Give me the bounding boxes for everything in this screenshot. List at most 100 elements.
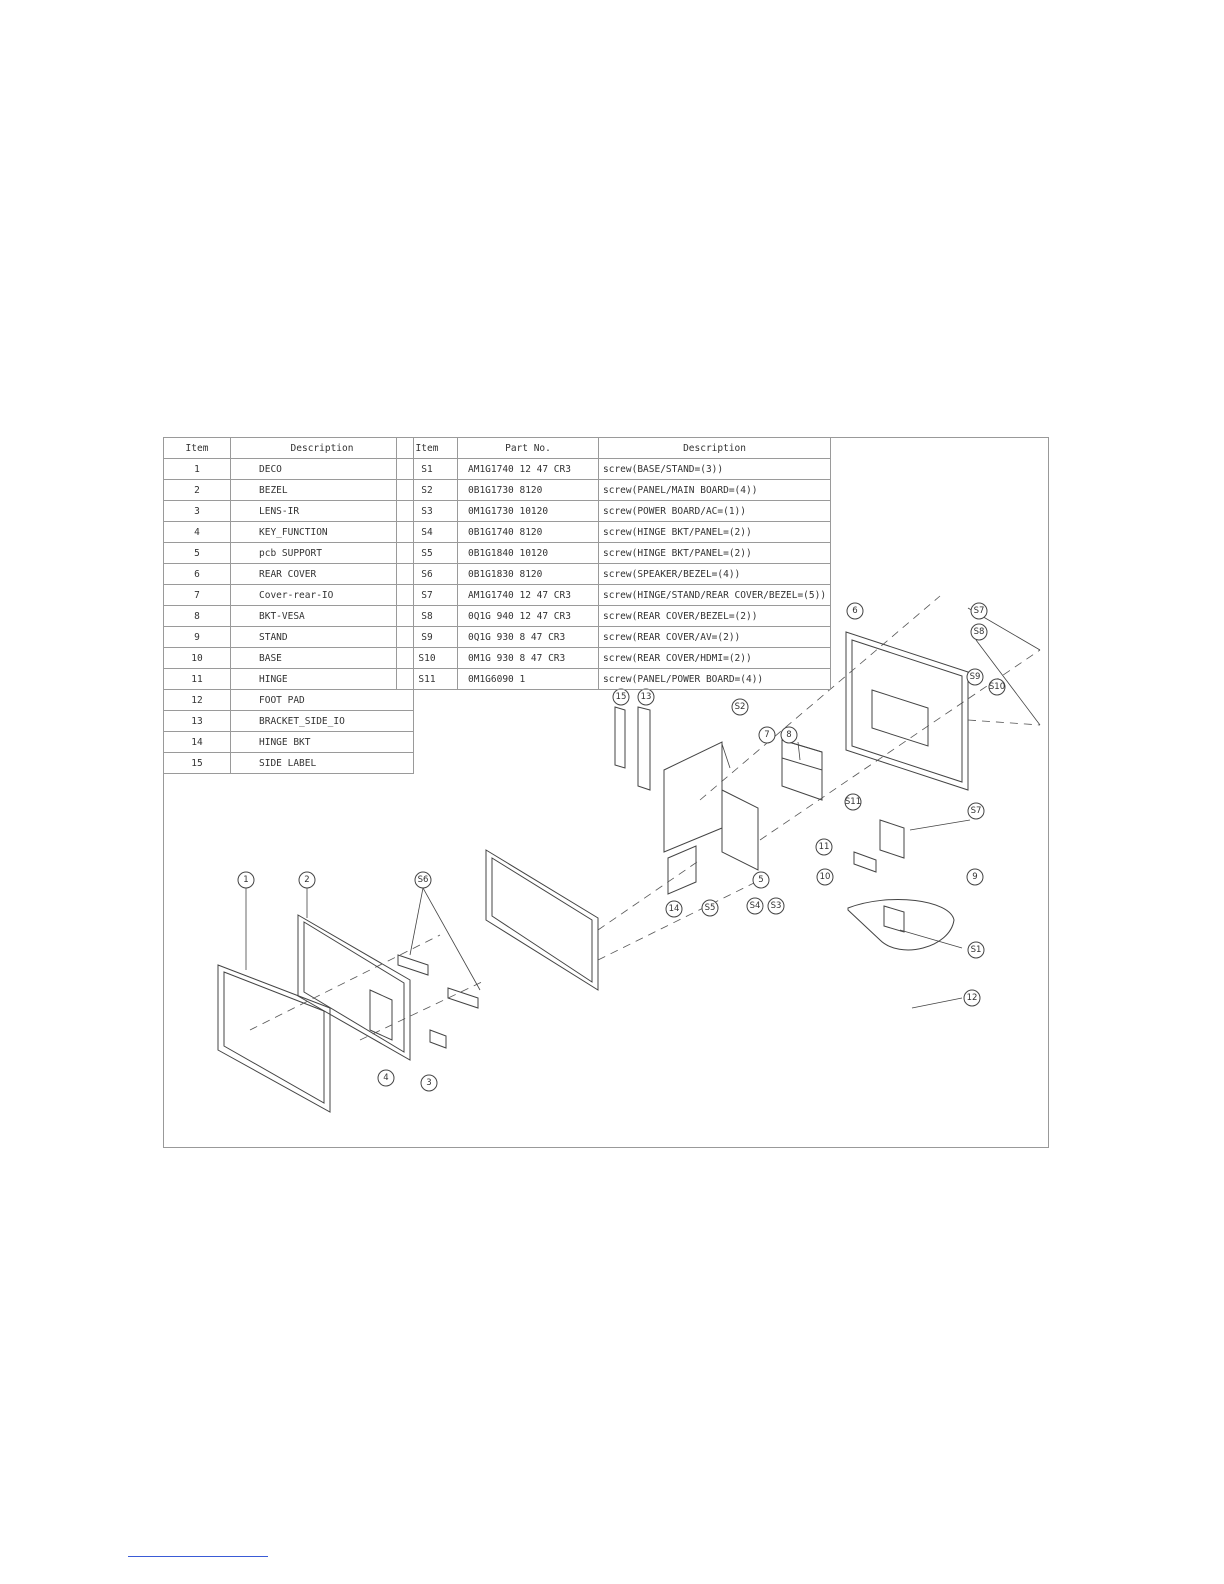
leader-lines — [245, 607, 1041, 1009]
description-cell: LENS-IR — [230, 500, 414, 522]
description-cell: Cover-rear-IO — [230, 584, 414, 606]
description-cell: screw(HINGE/STAND/REAR COVER/BEZEL=(5)) — [597, 584, 832, 606]
part-bracket-side-io — [637, 706, 651, 791]
description-cell: KEY_FUNCTION — [230, 521, 414, 543]
part-cover-rear-io — [781, 739, 823, 771]
callout-s9 — [966, 668, 984, 686]
callout-s11 — [844, 793, 862, 811]
callout-s3-label: S3 — [771, 901, 782, 911]
item-cell: 15 — [163, 752, 231, 774]
part-no-cell: AM1G1740 12 47 CR3 — [457, 458, 599, 480]
item-cell: 10 — [163, 647, 231, 669]
callout-6-label: 6 — [852, 606, 857, 616]
description-cell: FOOT PAD — [230, 689, 414, 711]
callout-12 — [963, 989, 981, 1007]
callout-10-label: 10 — [820, 872, 831, 882]
callout-s2-label: S2 — [735, 702, 746, 712]
callout-3-label: 3 — [426, 1078, 431, 1088]
item-cell: 6 — [163, 563, 231, 585]
item-cell: 3 — [163, 500, 231, 522]
part-no-cell: 0M1G6090 1 — [457, 668, 599, 690]
item-cell: 13 — [163, 710, 231, 732]
description-cell: HINGE — [230, 668, 414, 690]
part-panel — [485, 849, 599, 991]
callout-9-label: 9 — [972, 872, 977, 882]
callout-s5-label: S5 — [705, 903, 716, 913]
part-power-board — [721, 789, 759, 871]
callout-s8-label: S8 — [974, 627, 985, 637]
callout-1 — [237, 871, 255, 889]
description-cell: DECO — [230, 458, 414, 480]
part-deco — [217, 964, 331, 1113]
part-side-label — [614, 706, 626, 769]
item-cell: S10 — [396, 647, 458, 669]
item-cell: S3 — [396, 500, 458, 522]
description-cell: screw(HINGE BKT/PANEL=(2)) — [597, 521, 832, 543]
description-cell: pcb SUPPORT — [230, 542, 414, 564]
callout-4-label: 4 — [383, 1073, 388, 1083]
callout-s10 — [988, 678, 1006, 696]
callout-14 — [665, 900, 683, 918]
part-no-cell: 0Q1G 940 12 47 CR3 — [457, 605, 599, 627]
description-cell: REAR COVER — [230, 563, 414, 585]
description-cell: screw(BASE/STAND=(3)) — [597, 458, 832, 480]
column-header-item: Item — [396, 437, 458, 459]
callout-s4-label: S4 — [750, 901, 761, 911]
callout-s11-label: S11 — [845, 797, 861, 807]
item-cell: S6 — [396, 563, 458, 585]
callout-8-label: 8 — [786, 730, 791, 740]
description-cell: HINGE BKT — [230, 731, 414, 753]
callout-9 — [966, 868, 984, 886]
table-header-row: Item Description — [163, 437, 414, 459]
item-cell: S5 — [396, 542, 458, 564]
callout-s5 — [701, 899, 719, 917]
callout-s7-stand — [967, 802, 985, 820]
callout-1-label: 1 — [243, 875, 248, 885]
callout-s1-label: S1 — [971, 945, 982, 955]
item-cell: 5 — [163, 542, 231, 564]
callout-s2 — [731, 698, 749, 716]
callout-7 — [758, 726, 776, 744]
description-cell: STAND — [230, 626, 414, 648]
description-cell: BASE — [230, 647, 414, 669]
description-cell: screw(HINGE BKT/PANEL=(2)) — [597, 542, 832, 564]
part-no-cell: 0B1G1830 8120 — [457, 563, 599, 585]
item-cell: S2 — [396, 479, 458, 501]
item-cell: 2 — [163, 479, 231, 501]
description-cell: BEZEL — [230, 479, 414, 501]
item-cell: 12 — [163, 689, 231, 711]
part-main-board — [663, 741, 723, 853]
description-cell: BKT-VESA — [230, 605, 414, 627]
callout-2-label: 2 — [304, 875, 309, 885]
callout-7-label: 7 — [764, 730, 769, 740]
part-no-cell: 0M1G 930 8 47 CR3 — [457, 647, 599, 669]
part-speaker-upper — [397, 954, 429, 976]
callout-11 — [815, 838, 833, 856]
callout-s7-stand-label: S7 — [971, 806, 982, 816]
callout-s7-top — [970, 602, 988, 620]
callout-s3 — [767, 897, 785, 915]
part-key-function — [429, 1029, 447, 1049]
callout-s10-label: S10 — [989, 682, 1005, 692]
callout-6 — [846, 602, 864, 620]
item-cell: 7 — [163, 584, 231, 606]
item-cell: S7 — [396, 584, 458, 606]
description-cell: screw(POWER BOARD/AC=(1)) — [597, 500, 832, 522]
description-cell: screw(REAR COVER/BEZEL=(2)) — [597, 605, 832, 627]
